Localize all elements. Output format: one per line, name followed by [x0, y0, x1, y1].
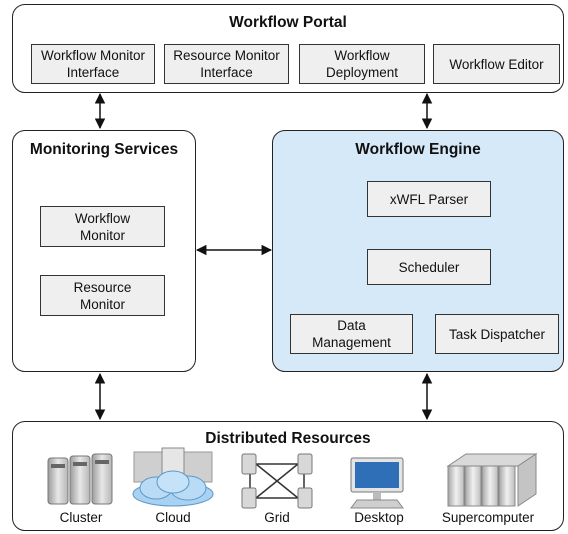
cluster-icon [47, 453, 113, 505]
resource-label-supercomputer: Supercomputer [441, 510, 535, 525]
workflow-editor-box: Workflow Editor [433, 44, 560, 84]
resource-label-cluster: Cluster [59, 510, 103, 525]
task-dispatcher-box: Task Dispatcher [435, 314, 559, 354]
workflow-deployment-box: Workflow Deployment [299, 44, 425, 84]
cloud-icon [132, 447, 214, 507]
resource-label-grid: Grid [264, 510, 290, 525]
workflow-monitor-box: Workflow Monitor [40, 206, 165, 247]
data-management-box: Data Management [290, 314, 413, 354]
workflow-engine-title: Workflow Engine [355, 141, 481, 158]
resource-label-desktop: Desktop [354, 510, 404, 525]
xwfl-parser-box: xWFL Parser [367, 181, 491, 217]
workflow-monitor-interface-box: Workflow Monitor Interface [31, 44, 155, 84]
grid-icon [241, 453, 313, 509]
monitoring-services-title: Monitoring Services [29, 141, 179, 158]
workflow-portal-title: Workflow Portal [229, 14, 347, 31]
scheduler-box: Scheduler [367, 249, 491, 285]
desktop-icon [350, 457, 404, 509]
supercomputer-icon [446, 453, 538, 507]
monitoring-services-panel: Monitoring Services [12, 130, 196, 372]
distributed-resources-title: Distributed Resources [205, 430, 371, 447]
resource-label-cloud: Cloud [155, 510, 191, 525]
resource-monitor-box: Resource Monitor [40, 275, 165, 316]
resource-monitor-interface-box: Resource Monitor Interface [164, 44, 289, 84]
